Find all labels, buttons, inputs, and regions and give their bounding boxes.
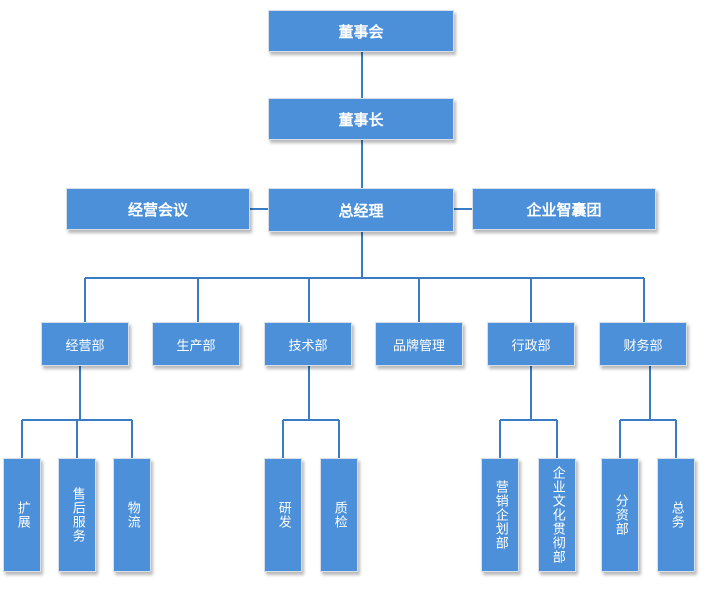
node-dept-label: 品牌管理: [392, 338, 445, 354]
node-ceo-meeting[interactable]: 经营会议: [66, 188, 250, 230]
node-chairman-label: 董事长: [338, 110, 384, 129]
node-ceo-label: 总经理: [338, 201, 384, 220]
node-dept-pinpai[interactable]: 品牌管理: [375, 322, 463, 366]
node-sub-label: 研发: [275, 501, 291, 529]
node-sub-label: 质检: [331, 501, 347, 529]
node-think-tank-label: 企业智囊团: [526, 200, 602, 219]
node-sub-label: 分资部: [612, 494, 628, 536]
node-sub-zhijian[interactable]: 质检: [320, 458, 358, 572]
node-dept-caiwu[interactable]: 财务部: [599, 322, 687, 366]
node-ceo-meeting-label: 经营会议: [127, 200, 188, 219]
node-dept-jingying[interactable]: 经营部: [41, 322, 129, 366]
node-ceo[interactable]: 总经理: [268, 188, 454, 232]
node-dept-label: 财务部: [623, 338, 663, 354]
node-sub-shouhou[interactable]: 售后服务: [58, 458, 96, 572]
node-sub-label: 扩展: [14, 501, 30, 529]
node-dept-label: 生产部: [176, 338, 216, 354]
node-sub-wuliu[interactable]: 物流: [113, 458, 151, 572]
node-board[interactable]: 董事会: [268, 10, 454, 52]
node-sub-yanfa[interactable]: 研发: [264, 458, 302, 572]
node-think-tank[interactable]: 企业智囊团: [472, 188, 656, 230]
node-sub-zongwu[interactable]: 总务: [657, 458, 695, 572]
node-sub-label: 售后服务: [69, 487, 85, 543]
node-chairman[interactable]: 董事长: [268, 98, 454, 140]
node-sub-label: 总务: [668, 501, 684, 529]
node-sub-label: 营销企划部: [492, 480, 508, 550]
node-dept-jishu[interactable]: 技术部: [264, 322, 352, 366]
node-sub-kuozhan[interactable]: 扩展: [3, 458, 41, 572]
node-sub-yingxiao[interactable]: 营销企划部: [481, 458, 519, 572]
node-sub-wenhua[interactable]: 企业文化贯彻部: [538, 458, 576, 572]
node-dept-xingzheng[interactable]: 行政部: [487, 322, 575, 366]
node-dept-shengchan[interactable]: 生产部: [152, 322, 240, 366]
node-sub-fenzi[interactable]: 分资部: [601, 458, 639, 572]
node-dept-label: 经营部: [65, 338, 105, 354]
node-board-label: 董事会: [338, 22, 384, 41]
node-dept-label: 技术部: [288, 338, 328, 354]
node-dept-label: 行政部: [511, 338, 551, 354]
node-sub-label: 企业文化贯彻部: [549, 466, 565, 564]
node-sub-label: 物流: [124, 501, 140, 529]
